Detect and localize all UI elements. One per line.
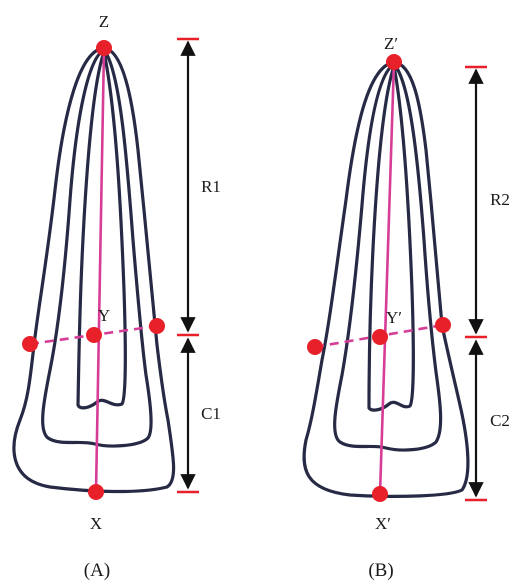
tooth-outline-b (302, 60, 470, 498)
cej-right-point-b (435, 317, 451, 333)
crown-length-label-b: C2 (490, 411, 510, 430)
mid-label-b: Y′ (386, 308, 402, 327)
base-label-a: X (90, 514, 102, 533)
panel-caption-a: (A) (84, 560, 110, 581)
mid-point-b (372, 329, 388, 345)
root-length-label-b: R2 (490, 190, 510, 209)
base-point-b (372, 486, 388, 502)
cej-left-point-b (307, 339, 323, 355)
tooth-middle-contour-a (41, 48, 153, 448)
apex-label-a: Z (99, 12, 109, 31)
tooth-outer-contour-b (302, 60, 470, 498)
base-label-b: X′ (375, 514, 391, 533)
panel-caption-b: (B) (368, 560, 393, 581)
mid-label-a: Y (98, 306, 110, 325)
root-length-label-a: R1 (201, 177, 221, 196)
panel-a: Z Y X R1 C1 (A) (12, 12, 221, 581)
apex-label-b: Z′ (384, 34, 398, 53)
base-point-a (88, 484, 104, 500)
long-axis-line-a (94, 47, 106, 493)
crown-length-label-a: C1 (201, 404, 221, 423)
tooth-pulp-canal-b (367, 64, 415, 412)
mid-point-a (86, 327, 102, 343)
panel-b: Z′ Y′ X′ R2 C2 (B) (302, 34, 510, 581)
apex-point-b (386, 54, 402, 70)
cej-left-point-a (22, 336, 38, 352)
tooth-outline-a (12, 46, 176, 494)
long-axis-line-b (378, 61, 396, 495)
apex-point-a (96, 40, 112, 56)
tooth-middle-contour-b (333, 62, 443, 452)
cej-right-point-a (149, 318, 165, 334)
